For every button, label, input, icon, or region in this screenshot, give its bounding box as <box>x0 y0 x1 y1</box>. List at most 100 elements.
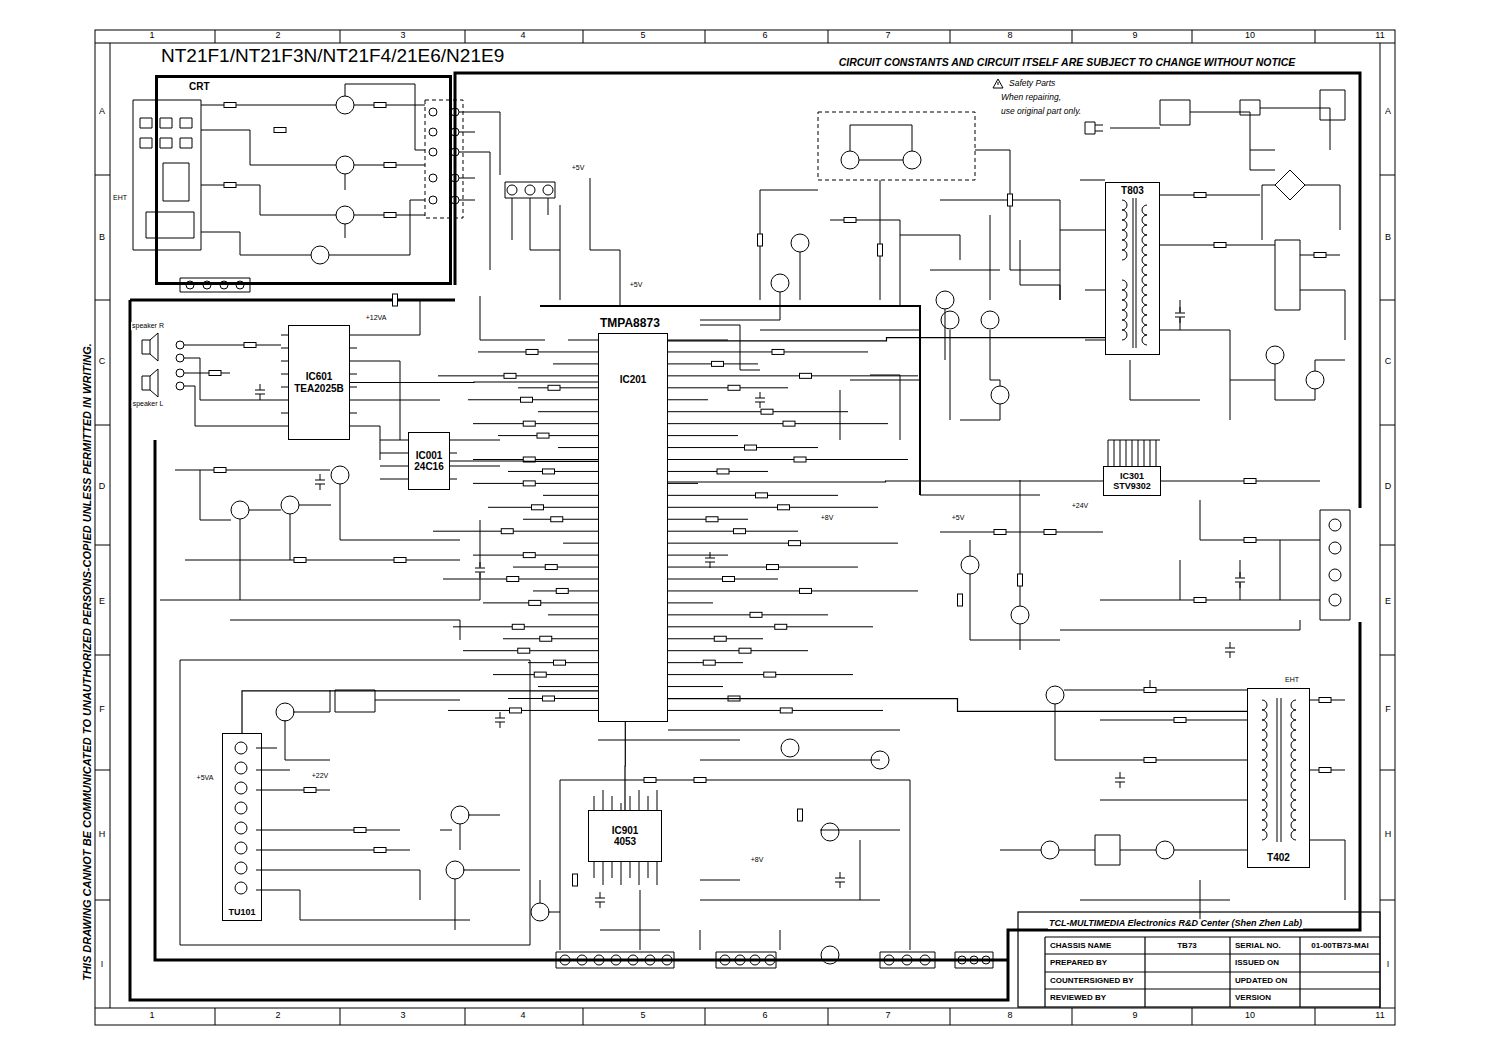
resistor-symbol <box>548 385 560 390</box>
capacitor-lead <box>1120 772 1121 778</box>
grid-number: 1 <box>148 1011 155 1021</box>
capacitor-lead <box>840 872 841 878</box>
capacitor-lead <box>260 394 261 400</box>
ic-pin <box>281 387 288 388</box>
ic-pin <box>590 459 598 460</box>
capacitor-lead <box>1120 782 1121 788</box>
capacitor-lead <box>760 392 761 398</box>
title-block-grid <box>1018 912 1380 1007</box>
resistor-symbol <box>532 505 544 510</box>
ic-pin <box>1120 440 1121 466</box>
title-block-cell: CHASSIS NAME <box>1049 942 1112 951</box>
node-label: IC601 <box>305 371 334 383</box>
resistor-symbol <box>706 517 718 522</box>
supply-label: +12VA <box>365 314 388 322</box>
title-block-heading: TCL-MULTIMEDIA Electronics R&D Center (S… <box>1048 919 1303 929</box>
capacitor-lead <box>320 474 321 480</box>
grid-number: 11 <box>1374 31 1385 41</box>
ic-pin <box>590 638 598 639</box>
capacitor-lead <box>320 484 321 490</box>
signal-label: EHT <box>1284 676 1300 684</box>
signal-bus <box>540 306 920 495</box>
node-label: IC901 <box>611 825 640 837</box>
ic-pin <box>281 374 288 375</box>
resistor-symbol <box>523 481 535 486</box>
grid-letter: A <box>98 107 106 117</box>
ic-pin <box>401 453 408 454</box>
ic-pin <box>668 567 676 568</box>
resistor-symbol <box>294 558 306 563</box>
ic-pin <box>590 340 598 341</box>
resistor-symbol <box>384 213 396 218</box>
ic-pin <box>668 579 676 580</box>
grid-number: 8 <box>1006 31 1013 41</box>
analog-switch-ic: IC9014053 <box>588 810 662 862</box>
grid-letter: E <box>98 597 106 607</box>
resistor-symbol <box>772 349 784 354</box>
resistor-symbol <box>958 594 963 606</box>
resistor-symbol <box>523 421 535 426</box>
ic-pin <box>668 363 676 364</box>
resistor-symbol <box>745 445 757 450</box>
signal-label: EHT <box>112 194 128 202</box>
capacitor-lead <box>500 712 501 718</box>
resistor-symbol <box>1319 768 1331 773</box>
wire <box>603 790 604 803</box>
ic-pin <box>401 479 408 480</box>
transformer-winding <box>1122 280 1127 340</box>
grid-letter: D <box>1384 482 1393 492</box>
eeprom-ic: IC00124C16 <box>408 432 450 490</box>
wire <box>538 411 590 412</box>
ic-pin <box>594 803 595 810</box>
ic-pin <box>590 507 598 508</box>
ic-pin <box>630 862 631 869</box>
resistor-symbol <box>798 809 803 821</box>
ic-pin <box>281 348 288 349</box>
resistor-symbol <box>723 577 735 582</box>
supply-label: +5V <box>571 164 586 172</box>
supply-label: +5V <box>629 281 644 289</box>
capacitor-lead <box>600 892 601 898</box>
resistor-symbol <box>534 672 546 677</box>
grid-letter: B <box>98 233 106 243</box>
power-transformer: T803 <box>1105 182 1160 355</box>
resistor-symbol <box>554 660 566 665</box>
ic-pin <box>450 453 457 454</box>
resistor-symbol <box>537 433 549 438</box>
wire-connector <box>450 460 598 462</box>
resistor-symbol <box>767 565 779 570</box>
safety-note: Safety Parts <box>1008 79 1056 88</box>
grid-letter: H <box>98 830 107 840</box>
node-label: CRT <box>188 81 211 93</box>
grid-number: 4 <box>519 31 526 41</box>
node-label: 4053 <box>613 836 637 848</box>
resistor-symbol <box>394 558 406 563</box>
grid-number: 7 <box>884 31 891 41</box>
grid-letter: D <box>98 482 107 492</box>
ic-pin <box>668 555 676 556</box>
capacitor-lead <box>1230 652 1231 658</box>
wire-connector <box>350 381 598 383</box>
ic-pin <box>668 662 676 663</box>
wire-connector <box>668 481 1103 482</box>
resistor-symbol <box>714 636 726 641</box>
grid-letter: I <box>100 960 105 970</box>
supply-label: +24V <box>1071 502 1090 510</box>
resistor-symbol <box>224 183 236 188</box>
ic-pin <box>590 399 598 400</box>
supply-label: +22V <box>311 772 330 780</box>
ic-pin <box>1126 440 1127 466</box>
resistor-symbol <box>794 457 806 462</box>
resistor-symbol <box>1214 243 1226 248</box>
ic-pin <box>668 375 676 376</box>
ic-pin <box>350 374 357 375</box>
resistor-symbol <box>214 468 226 473</box>
grid-letter: C <box>1384 357 1393 367</box>
capacitor-lead <box>1240 572 1241 578</box>
wire <box>676 543 898 544</box>
wire-connector <box>242 691 598 733</box>
grid-number: 3 <box>399 31 406 41</box>
resistor-symbol <box>728 385 740 390</box>
wire <box>621 869 622 885</box>
safety-note: use original part only. <box>1000 107 1082 116</box>
